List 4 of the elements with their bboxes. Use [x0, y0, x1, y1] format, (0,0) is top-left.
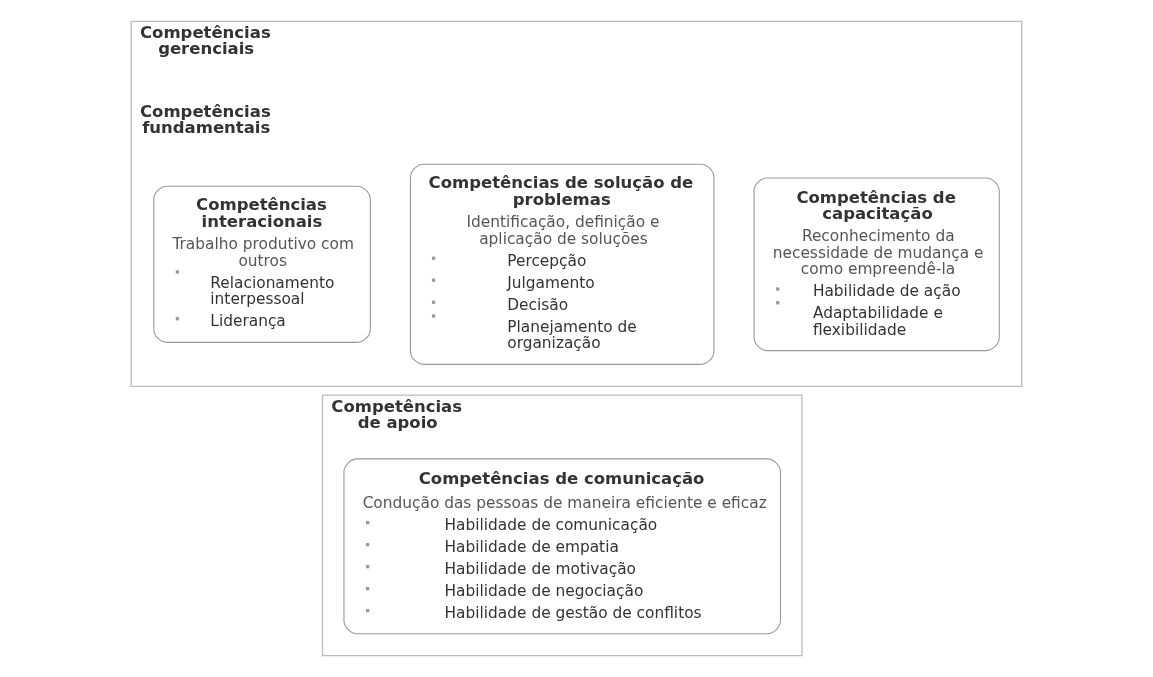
node-box: Competências interacionais Trabalho produtivo com outros Relacionamento interpessoal Liderança — [153, 185, 371, 343]
node-box: Competências de capacitação Reconhecimento da necessidade de mudança e como empreendê-la Habilidade de ação Adaptabilidade e flexibilidade — [753, 177, 1000, 352]
node-box: Competências de solução de problemas Identificação, definição e aplicação de soluções Percepção Julgamento Decisão Planejamento de organização — [409, 163, 715, 365]
node-box: Competências de comunicação Condução das pessoas de maneira eficiente e eficaz Habilidade de comunicação Habilidade de empatia Habilidade de motivação Habilidade de negociação Habilidade de gestão de conflitos — [343, 458, 781, 635]
